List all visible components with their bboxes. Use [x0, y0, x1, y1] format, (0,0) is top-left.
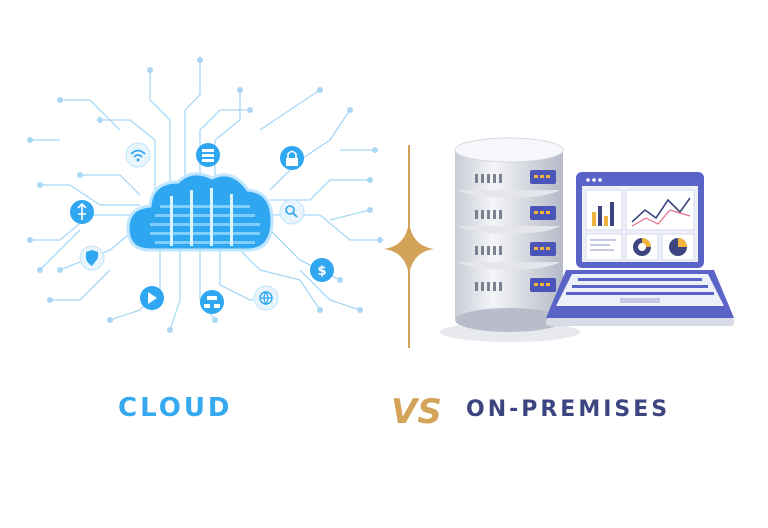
- globe-icon: [253, 285, 279, 311]
- cloud-illustration: $: [27, 57, 383, 333]
- dollar-icon: $: [310, 258, 334, 282]
- laptop-icon: [546, 172, 734, 326]
- server-rack-icon: [196, 143, 220, 167]
- cloud-label: CLOUD: [118, 393, 233, 423]
- usb-icon: [70, 200, 94, 224]
- wifi-icon: [125, 142, 151, 168]
- server-stack-icon: [454, 137, 564, 332]
- svg-text:$: $: [317, 264, 326, 279]
- network-icon: [200, 290, 224, 314]
- vs-label: VS: [391, 392, 442, 432]
- shield-icon: [79, 245, 105, 271]
- lock-icon: [280, 146, 304, 170]
- play-icon: [140, 286, 164, 310]
- server-shadow: [440, 322, 580, 342]
- on-premises-label: ON-PREMISES: [466, 397, 671, 422]
- circuit-nodes: [27, 57, 383, 333]
- cloud-icon: [126, 172, 274, 252]
- search-icon: [279, 199, 305, 225]
